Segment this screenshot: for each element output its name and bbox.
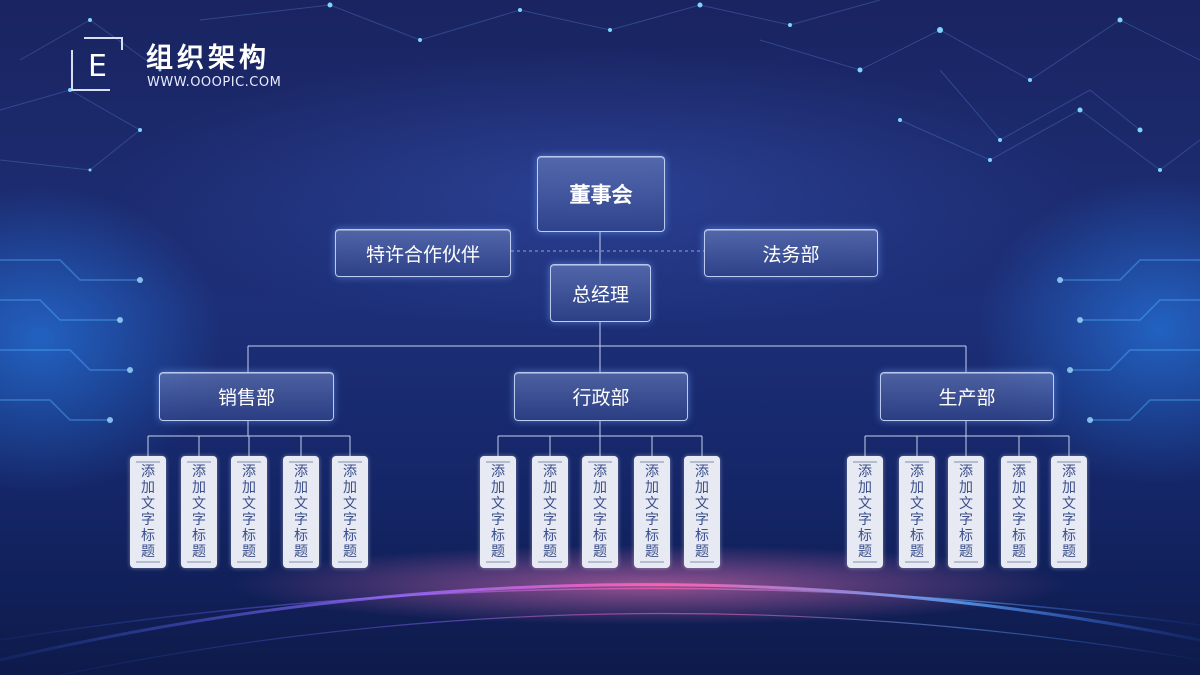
legal-node[interactable]: 法务部 — [704, 229, 878, 277]
production-item-label: 添加文字标题 — [1012, 464, 1026, 560]
production-item-label: 添加文字标题 — [959, 464, 973, 560]
admin-item-card[interactable]: 添加文字标题 — [684, 456, 720, 568]
admin-item-label: 添加文字标题 — [593, 464, 607, 560]
page-subtitle: WWW.OOOPIC.COM — [147, 75, 282, 90]
production-item-card[interactable]: 添加文字标题 — [847, 456, 883, 568]
production-item-card[interactable]: 添加文字标题 — [1051, 456, 1087, 568]
sales-item-label: 添加文字标题 — [141, 464, 155, 560]
page-title: 组织架构 — [146, 43, 270, 74]
production-item-label: 添加文字标题 — [858, 464, 872, 560]
admin-item-card[interactable]: 添加文字标题 — [532, 456, 568, 568]
svg-text:E: E — [88, 49, 107, 84]
production-item-card[interactable]: 添加文字标题 — [1001, 456, 1037, 568]
admin-item-label: 添加文字标题 — [543, 464, 557, 560]
dept-sales-node[interactable]: 销售部 — [159, 372, 334, 421]
admin-item-label: 添加文字标题 — [491, 464, 505, 560]
general-manager-node[interactable]: 总经理 — [550, 264, 651, 322]
sales-item-card[interactable]: 添加文字标题 — [283, 456, 319, 568]
logo-icon: E — [71, 37, 123, 91]
sales-item-card[interactable]: 添加文字标题 — [231, 456, 267, 568]
admin-item-card[interactable]: 添加文字标题 — [634, 456, 670, 568]
production-item-label: 添加文字标题 — [1062, 464, 1076, 560]
board-node[interactable]: 董事会 — [537, 156, 665, 232]
admin-item-label: 添加文字标题 — [695, 464, 709, 560]
dept-admin-node[interactable]: 行政部 — [514, 372, 688, 421]
admin-item-label: 添加文字标题 — [645, 464, 659, 560]
sales-item-label: 添加文字标题 — [192, 464, 206, 560]
sales-item-card[interactable]: 添加文字标题 — [181, 456, 217, 568]
sales-item-label: 添加文字标题 — [343, 464, 357, 560]
admin-item-card[interactable]: 添加文字标题 — [582, 456, 618, 568]
production-item-card[interactable]: 添加文字标题 — [948, 456, 984, 568]
production-item-card[interactable]: 添加文字标题 — [899, 456, 935, 568]
partner-node[interactable]: 特许合作伙伴 — [335, 229, 511, 277]
sales-item-label: 添加文字标题 — [294, 464, 308, 560]
sales-item-card[interactable]: 添加文字标题 — [130, 456, 166, 568]
sales-item-label: 添加文字标题 — [242, 464, 256, 560]
production-item-label: 添加文字标题 — [910, 464, 924, 560]
admin-item-card[interactable]: 添加文字标题 — [480, 456, 516, 568]
sales-item-card[interactable]: 添加文字标题 — [332, 456, 368, 568]
dept-production-node[interactable]: 生产部 — [880, 372, 1054, 421]
